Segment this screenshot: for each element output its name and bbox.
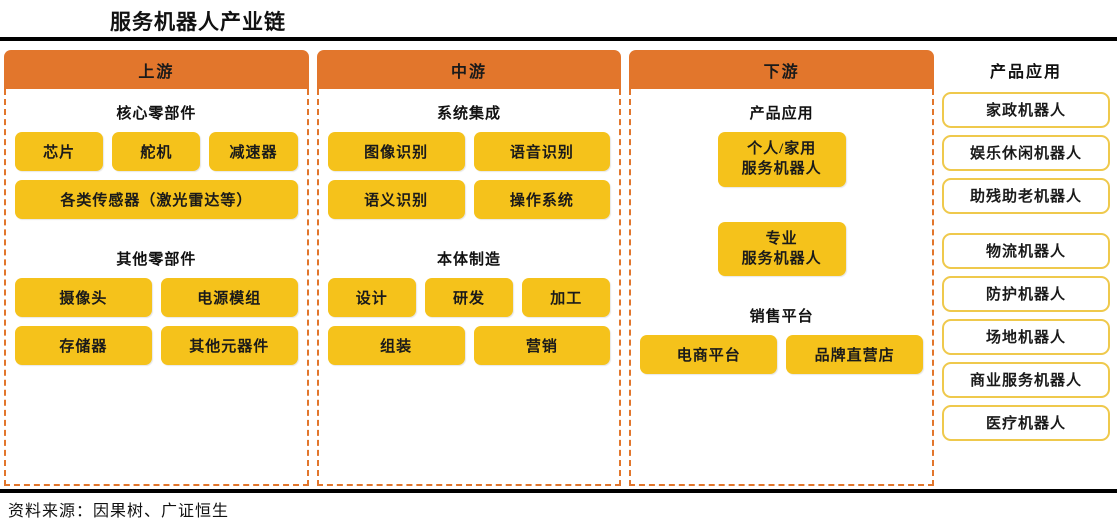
chip-sensors[interactable]: 各类传感器（激光雷达等） [15, 180, 298, 219]
industry-chain: 上游 核心零部件 芯片 舵机 减速器 各类传感器（激光雷达等） 其他零部件 摄像… [4, 50, 935, 486]
column-body-upstream: 核心零部件 芯片 舵机 减速器 各类传感器（激光雷达等） 其他零部件 摄像头 电… [4, 89, 309, 486]
app-item-housekeeping-robot[interactable]: 家政机器人 [942, 92, 1110, 128]
app-item-medical-robot[interactable]: 医疗机器人 [942, 405, 1110, 441]
chain-column-downstream: 下游 产品应用 个人/家用服务机器人 专业服务机器人 销售平台 电商平台 品牌直… [629, 50, 935, 486]
source-note: 资料来源：因果树、广证恒生 [8, 503, 230, 520]
divider-bottom [0, 489, 1117, 493]
chip-personal-home-service-robot[interactable]: 个人/家用服务机器人 [717, 132, 846, 187]
chip-assembly[interactable]: 组装 [327, 326, 465, 365]
chip-row: 图像识别 语音识别 [327, 132, 611, 171]
group-spacer [328, 228, 611, 242]
chain-column-upstream: 上游 核心零部件 芯片 舵机 减速器 各类传感器（激光雷达等） 其他零部件 摄像… [4, 50, 309, 486]
chip-image-recognition[interactable]: 图像识别 [327, 132, 465, 171]
group-title-product-application: 产品应用 [749, 106, 814, 122]
page-title: 服务机器人产业链 [110, 10, 286, 34]
chain-column-midstream: 中游 系统集成 图像识别 语音识别 语义识别 操作系统 本体制造 设计 研发 加… [316, 50, 622, 486]
chip-row: 存储器 其他元器件 [15, 326, 298, 365]
chip-row: 各类传感器（激光雷达等） [15, 180, 298, 219]
app-item-logistics-robot[interactable]: 物流机器人 [942, 233, 1110, 269]
applications-panel: 产品应用 家政机器人 娱乐休闲机器人 助残助老机器人 物流机器人 防护机器人 场… [942, 50, 1110, 486]
group-title-body-manufacturing: 本体制造 [437, 252, 502, 268]
chip-row: 组装 营销 [327, 326, 611, 365]
app-item-elderly-care-robot[interactable]: 助残助老机器人 [942, 178, 1110, 214]
chip-rnd[interactable]: 研发 [424, 278, 514, 317]
chip-design[interactable]: 设计 [327, 278, 416, 317]
chip-camera[interactable]: 摄像头 [15, 278, 152, 317]
app-item-field-robot[interactable]: 场地机器人 [942, 319, 1110, 355]
app-item-entertainment-robot[interactable]: 娱乐休闲机器人 [942, 135, 1110, 171]
column-body-midstream: 系统集成 图像识别 语音识别 语义识别 操作系统 本体制造 设计 研发 加工 组… [316, 89, 622, 486]
chip-professional-service-robot[interactable]: 专业服务机器人 [717, 221, 846, 276]
applications-group-spacer [942, 221, 1110, 233]
chip-semantic-recognition[interactable]: 语义识别 [327, 180, 465, 219]
chip-memory[interactable]: 存储器 [15, 326, 152, 365]
chip-row: 个人/家用服务机器人 [640, 132, 923, 187]
group-spacer [15, 228, 298, 242]
column-spacer [328, 374, 611, 475]
chip-reducer[interactable]: 减速器 [209, 132, 298, 171]
chip-speech-recognition[interactable]: 语音识别 [473, 132, 611, 171]
chip-servo[interactable]: 舵机 [112, 132, 201, 171]
column-spacer [15, 374, 298, 475]
chip-row: 语义识别 操作系统 [327, 180, 611, 219]
group-spacer [640, 285, 923, 299]
divider-top [0, 37, 1117, 41]
chip-processing[interactable]: 加工 [522, 278, 611, 317]
chip-other-components[interactable]: 其他元器件 [160, 326, 298, 365]
chip-operating-system[interactable]: 操作系统 [473, 180, 611, 219]
column-header-downstream: 下游 [629, 50, 935, 89]
applications-title: 产品应用 [989, 64, 1062, 81]
group-title-other-parts: 其他零部件 [116, 252, 197, 268]
chip-row: 电商平台 品牌直营店 [640, 335, 924, 374]
group-title-core-parts: 核心零部件 [116, 106, 197, 122]
column-header-upstream: 上游 [4, 50, 309, 89]
column-header-midstream: 中游 [316, 50, 622, 89]
chip-row: 摄像头 电源模组 [15, 278, 298, 317]
chip-marketing[interactable]: 营销 [473, 326, 611, 365]
chip-ecommerce-platform[interactable]: 电商平台 [640, 335, 778, 374]
group-title-sales-platform: 销售平台 [749, 309, 814, 325]
group-title-system-integration: 系统集成 [437, 106, 502, 122]
chip-row: 专业服务机器人 [640, 221, 923, 276]
chip-row: 设计 研发 加工 [327, 278, 611, 317]
column-spacer [640, 383, 923, 475]
app-item-protection-robot[interactable]: 防护机器人 [942, 276, 1110, 312]
chip-brand-store[interactable]: 品牌直营店 [786, 335, 924, 374]
column-body-downstream: 产品应用 个人/家用服务机器人 专业服务机器人 销售平台 电商平台 品牌直营店 [629, 89, 935, 486]
app-item-commercial-service-robot[interactable]: 商业服务机器人 [942, 362, 1110, 398]
chip-row: 芯片 舵机 减速器 [15, 132, 298, 171]
chip-power-module[interactable]: 电源模组 [160, 278, 298, 317]
chip-chip[interactable]: 芯片 [15, 132, 104, 171]
group-spacer [640, 196, 923, 222]
